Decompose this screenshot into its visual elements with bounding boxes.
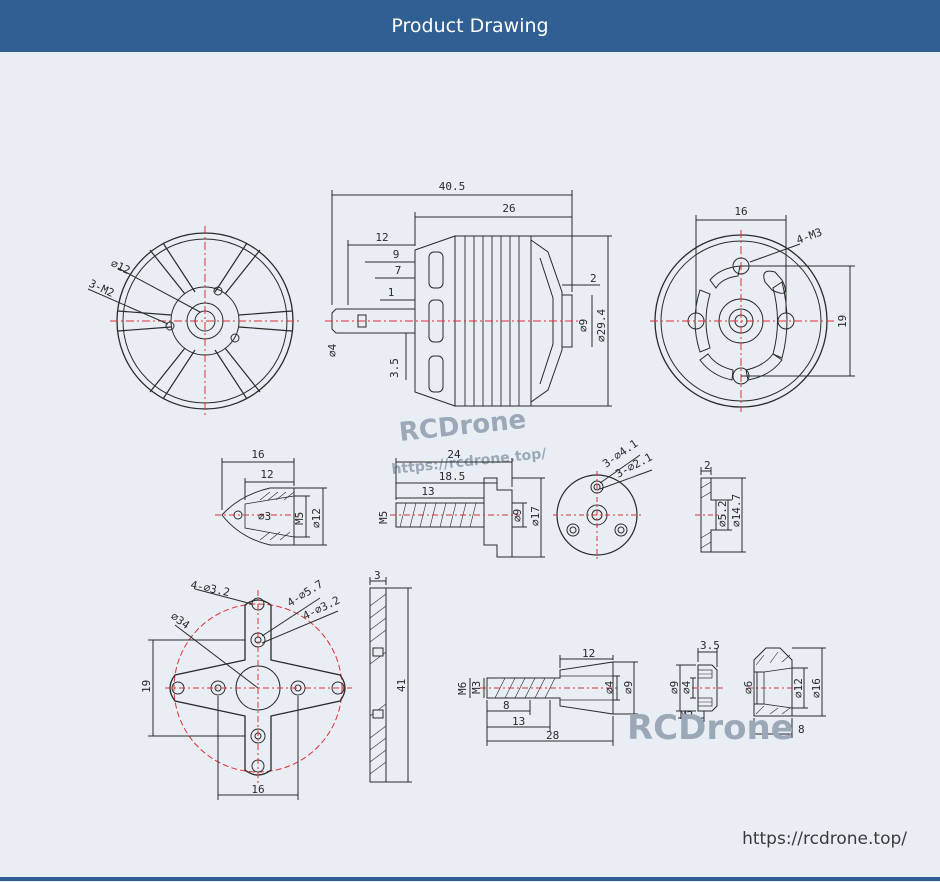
rear-height: 19 [836,315,849,328]
mount-side-drawing: 3 41 [369,569,412,783]
watermark-brand-a: RCDrone [398,405,528,448]
xmount-width: 16 [251,783,264,796]
cone-d6: ⌀6 [742,681,755,694]
side-overall-length: 40.5 [439,180,466,193]
side-dim-3-5: 3.5 [388,358,401,378]
collet-d9: ⌀9 [668,681,681,694]
side-body-length: 26 [502,202,515,215]
side-shaft-dia: ⌀4 [326,343,339,357]
nut-hole: ⌀3 [258,510,271,523]
shaft-length-12: 12 [582,647,595,660]
watermark-2: RCDrone [627,708,794,748]
adapter-short: 13 [421,485,434,498]
collet-disk-drawing: 3-⌀4.1 3-⌀2.1 [553,437,655,559]
side-dim-7: 7 [395,264,402,277]
collet-width: 3.5 [700,639,720,652]
washer-inner: ⌀5.2 [716,501,729,528]
shaft-len28: 28 [546,729,559,742]
shaft-d9: ⌀9 [622,681,635,694]
motor-front-view: ⌀12 3-M2 [87,226,300,416]
shaft-len13: 13 [512,715,525,728]
washer-drawing: 2 ⌀5.2 ⌀14.7 [695,459,746,553]
adapter-mid: 18.5 [439,470,466,483]
xmount-holes-a: 4-⌀3.2 [189,578,231,599]
watermark-1: RCDrone https://rcdrone.top/ [391,405,548,478]
cone-d16: ⌀16 [810,678,823,698]
adapter-thread: M5 [377,511,390,524]
shaft-len8: 8 [503,699,510,712]
prop-adapter-drawing: 24 18.5 13 M5 ⌀9 ⌀17 [377,448,545,558]
nut-length: 16 [251,448,264,461]
cone-len8: 8 [798,723,805,736]
adapter-total: 24 [447,448,461,461]
page-header: Product Drawing [0,0,940,52]
technical-drawing: ⌀12 3-M2 40.5 26 12 [87,180,908,849]
side-dim-1: 1 [388,286,395,299]
mount-length: 41 [395,679,408,692]
side-dim-9: 9 [393,248,400,261]
shaft-m6: M6 [456,682,469,695]
collet-d4: ⌀4 [680,680,693,694]
motor-rear-view: 16 4-M3 19 [650,205,855,412]
bottom-rule [0,877,940,881]
cone-d12: ⌀12 [792,678,805,698]
page-title: Product Drawing [391,15,549,37]
rear-spacing: 16 [734,205,747,218]
shaft-adapter-drawing: 12 M6 M3 ⌀4 ⌀9 8 13 28 [456,647,638,746]
drawing-canvas: ⌀12 3-M2 40.5 26 12 [0,52,940,877]
watermark-brand-b: RCDrone [627,708,794,748]
footer-url: https://rcdrone.top/ [742,829,907,849]
washer-outer: ⌀14.7 [730,494,743,527]
x-mount-drawing: 4-⌀3.2 4-⌀5.7 4-⌀3.2 ⌀34 19 16 [140,577,352,800]
nut-thread: M5 [293,512,306,525]
xmount-circle: ⌀34 [168,610,192,632]
nut-inner: 12 [260,468,273,481]
washer-thick: 2 [704,459,711,472]
adapter-d17: ⌀17 [529,506,542,526]
collet-screw: M2 [680,709,693,722]
xmount-height: 19 [140,680,153,693]
side-body-dia: ⌀29.4 [595,309,608,342]
rear-screws: 4-M3 [795,226,824,247]
adapter-d9: ⌀9 [511,509,524,522]
mount-thick: 3 [374,569,381,582]
small-collet-drawing: 3.5 ⌀9 ⌀4 M2 [668,639,724,722]
side-bell-bore: ⌀9 [577,319,590,332]
side-dim-2: 2 [590,272,597,285]
shaft-d4: ⌀4 [603,680,616,694]
front-screws-label: 3-M2 [87,277,117,300]
side-shaft-section: 12 [375,231,388,244]
cone-nut-drawing: ⌀6 ⌀12 ⌀16 8 [742,647,826,738]
prop-nut-drawing: 16 12 ⌀3 M5 ⌀12 [215,448,327,546]
shaft-m3: M3 [470,681,483,694]
motor-side-view: 40.5 26 12 9 7 1 2 ⌀4 3.5 ⌀9 ⌀29.4 [325,180,612,407]
nut-dia: ⌀12 [310,508,323,528]
